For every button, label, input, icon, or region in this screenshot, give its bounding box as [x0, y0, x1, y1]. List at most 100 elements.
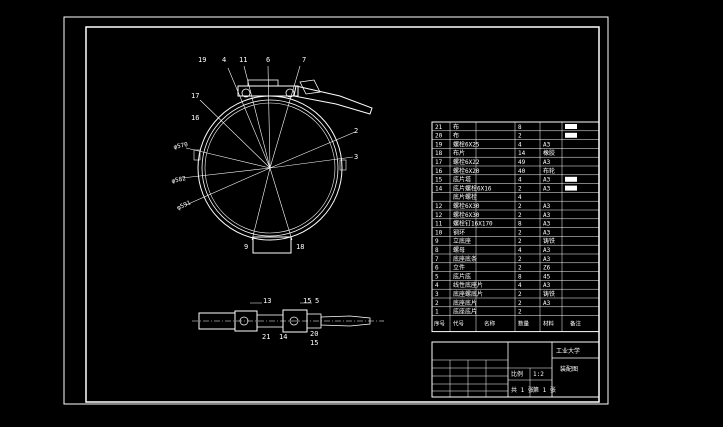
bom-cell-qty: 2 — [518, 185, 522, 192]
bom-cell-name: 钢环 — [453, 228, 465, 236]
top-clamp — [237, 85, 299, 97]
bom-cell-qty: 8 — [518, 221, 522, 228]
bom-header-name: 名称 — [484, 320, 496, 328]
bom-cell-mat: A3 — [543, 177, 551, 184]
hoop-inner-circle — [201, 99, 339, 237]
bom-cell-name: 线性底座片 — [453, 281, 483, 289]
bom-cell-no: 19 — [435, 141, 443, 148]
bom-cell-qty: 2 — [518, 256, 522, 263]
bottom-base — [252, 236, 292, 254]
bom-cell-no: 8 — [435, 247, 439, 254]
bom-cell-name: 螺栓6X20 — [453, 167, 480, 175]
balloon-16: 16 — [191, 114, 199, 122]
bom-cell-no: 2 — [435, 300, 439, 307]
bom-cell-name: 底片塔 — [453, 176, 471, 184]
bom-cell-name: 布 — [453, 123, 459, 131]
bom-cell-no: 16 — [435, 168, 443, 175]
outer-border — [63, 16, 609, 405]
bom-header-no: 序号 — [434, 320, 446, 328]
bom-highlight-marker — [565, 132, 577, 138]
bom-cell-no: 5 — [435, 273, 439, 280]
bom-header-code: 代号 — [453, 320, 465, 328]
bom-cell-name: 底片螺栓 — [453, 193, 477, 201]
school-name: 工业大学 — [556, 347, 580, 355]
dim-582: φ582 — [171, 175, 187, 185]
bom-cell-qty: 2 — [518, 229, 522, 236]
bom-cell-name: 螺栓6X25 — [453, 140, 480, 148]
bom-cell-mat: 45 — [543, 273, 551, 280]
bom-cell-mat: A3 — [543, 282, 551, 289]
bom-cell-name: 底片底 — [453, 272, 471, 280]
balloon-3: 3 — [354, 153, 358, 161]
bom-cell-qty: 8 — [518, 124, 522, 131]
bom-header-note: 备注 — [570, 320, 582, 328]
scale-label: 比例 — [511, 370, 523, 378]
bom-cell-mat: A3 — [543, 141, 551, 148]
bom-cell-no: 18 — [435, 150, 443, 157]
bom-cell-no: 20 — [435, 133, 443, 140]
balloon-15-top: 15 — [303, 297, 311, 305]
bom-cell-name: 底座底片 — [453, 308, 477, 316]
dimension-labels: φ570 φ582 φ591 — [171, 141, 192, 212]
clamp-lever — [293, 85, 373, 115]
bom-cell-name: 底座螺底片 — [453, 290, 483, 298]
bom-cell-name: 螺栓钉16X170 — [453, 220, 493, 228]
bom-cell-qty: 2 — [518, 238, 522, 245]
bom-cell-qty: 4 — [518, 247, 522, 254]
balloon-13: 13 — [263, 297, 271, 305]
balloon-7: 7 — [302, 56, 306, 64]
balloon-18: 18 — [296, 243, 304, 251]
bom-cell-name: 立底座 — [453, 237, 471, 245]
bom-cell-name: 布片 — [453, 149, 465, 157]
balloon-4: 4 — [222, 56, 226, 64]
bom-cell-mat: A3 — [543, 212, 551, 219]
bom-cell-name: 螺栓6X30 — [453, 211, 480, 219]
bom-cell-no: 12 — [435, 212, 443, 219]
hoop-core-circle — [204, 102, 336, 234]
bom-cell-mat: 铸铁 — [543, 237, 555, 245]
bom-cell-no: 1 — [435, 309, 439, 316]
bom-cell-mat: A3 — [543, 229, 551, 236]
bom-cell-no: 6 — [435, 265, 439, 272]
balloon-12: 15 — [310, 339, 318, 347]
bom-highlight-marker — [565, 124, 577, 129]
dim-591: φ591 — [176, 199, 192, 212]
bom-cell-no: 15 — [435, 177, 443, 184]
balloon-21: 21 — [262, 333, 270, 341]
balloon-9: 9 — [244, 243, 248, 251]
bom-header-qty: 数量 — [518, 320, 530, 328]
bom-cell-no: 14 — [435, 185, 443, 192]
bom-cell-no: 17 — [435, 159, 443, 166]
balloon-11: 11 — [239, 56, 247, 64]
bom-cell-mat: A3 — [543, 159, 551, 166]
sheet-count: 共 1 张 — [511, 386, 534, 394]
bom-cell-qty: 14 — [518, 150, 526, 157]
bom-cell-qty: 2 — [518, 300, 522, 307]
bom-highlight-marker — [565, 176, 577, 182]
bom-cell-qty: 49 — [518, 159, 526, 166]
balloon-6: 6 — [266, 56, 270, 64]
bom-cell-mat: A3 — [543, 185, 551, 192]
bom-cell-qty: 40 — [518, 168, 526, 175]
hoop-main-view — [181, 65, 373, 254]
bom-cell-mat: Z6 — [543, 265, 551, 272]
bom-cell-mat: A3 — [543, 203, 551, 210]
sheet-number: 第 1 张 — [533, 386, 556, 394]
bom-cell-no: 10 — [435, 229, 443, 236]
bom-cell-no: 11 — [435, 221, 443, 228]
bom-cell-mat: 布轮 — [543, 167, 555, 175]
bom-cell-mat: A3 — [543, 221, 551, 228]
bom-header-mat: 材料 — [543, 320, 555, 328]
bom-cell-name: 螺栓6X30 — [453, 202, 480, 210]
scale-value: 1:2 — [533, 371, 544, 378]
bom-cell-qty: 2 — [518, 133, 522, 140]
bom-cell-no: 12 — [435, 203, 443, 210]
bom-cell-qty: 2 — [518, 212, 522, 219]
bom-cell-qty: 2 — [518, 291, 522, 298]
balloon-20: 20 — [310, 330, 318, 338]
bom-cell-name: 底座底片 — [453, 299, 477, 307]
bom-cell-name: 立件 — [453, 264, 465, 272]
bom-cell-qty: 4 — [518, 194, 522, 201]
